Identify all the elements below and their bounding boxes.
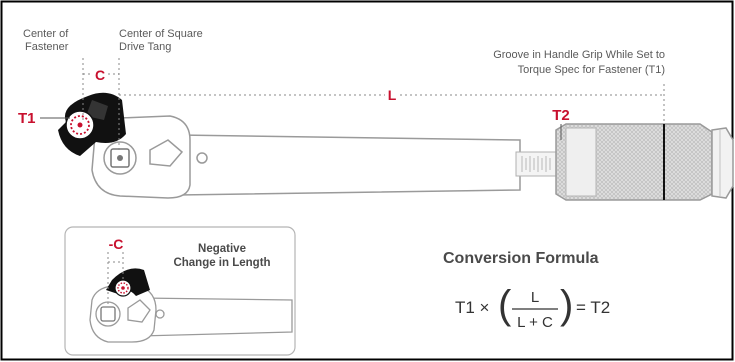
formula-denominator: L + C [517, 314, 553, 331]
open-paren: ( [498, 283, 512, 327]
scale-window [515, 151, 559, 177]
handle-shaft [177, 134, 521, 196]
formula-rhs: = T2 [576, 298, 610, 317]
groove-label-2: Torque Spec for Fastener (T1) [518, 64, 665, 76]
neg-c-label: -C [109, 236, 124, 252]
c-label: C [95, 67, 105, 83]
head-pin [196, 152, 208, 164]
center-fastener-label-1: Center of [23, 28, 69, 40]
t1-label: T1 [18, 110, 36, 127]
formula-title: Conversion Formula [443, 250, 599, 267]
center-fastener-label-2: Fastener [25, 41, 69, 53]
negative-label-2: Change in Length [173, 257, 270, 269]
formula-lhs: T1 × [455, 298, 490, 317]
direction-lever [149, 139, 184, 167]
negative-label-1: Negative [198, 243, 246, 255]
inset-square-drive [100, 306, 116, 322]
grip-collar [565, 127, 597, 197]
end-cap [711, 127, 734, 199]
groove-label-1: Groove in Handle Grip While Set to [493, 49, 665, 61]
formula-numerator: L [531, 289, 539, 306]
center-drive-label-1: Center of Square [119, 28, 203, 40]
fastener-center-circle [70, 115, 90, 135]
center-drive-label-2: Drive Tang [119, 41, 171, 53]
l-label: L [388, 87, 397, 103]
close-paren: ) [560, 283, 573, 327]
t2-label: T2 [552, 107, 570, 124]
